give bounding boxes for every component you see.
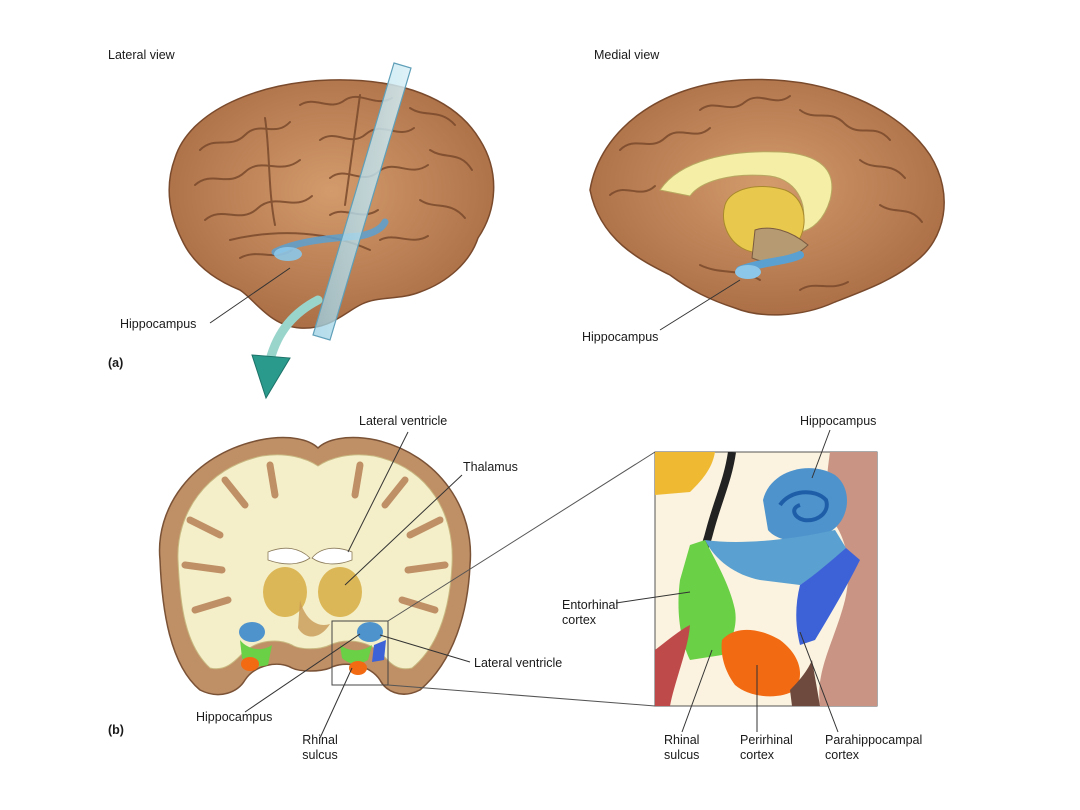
section-arrow xyxy=(251,295,323,400)
label-perirhinal-line2: cortex xyxy=(740,748,775,762)
slicing-plane xyxy=(312,62,412,341)
label-rhinal-left-line1: Rhinal xyxy=(302,733,338,747)
leader-lateral-ventricle-side xyxy=(379,634,471,663)
label-medial-view: Medial view xyxy=(594,48,660,62)
label-hippocampus-left: Hippocampus xyxy=(196,710,273,724)
label-thalamus: Thalamus xyxy=(463,460,518,474)
label-rhinal-sulcus-left: Rhinal sulcus xyxy=(298,733,342,763)
label-parahippocampal-line2: cortex xyxy=(825,748,860,762)
leader-hippocampus-left xyxy=(244,633,361,713)
coronal-section xyxy=(158,436,472,696)
label-hippocampus-medial: Hippocampus xyxy=(582,330,659,344)
leader-thalamus xyxy=(344,474,463,586)
label-entorhinal-line1: Entorhinal xyxy=(562,598,619,612)
label-rhinal-inset-line2: sulcus xyxy=(664,748,700,762)
zoom-line-bottom xyxy=(387,684,656,707)
panel-a-letter: (a) xyxy=(108,356,124,370)
leader-rhinal-inset xyxy=(681,649,713,733)
label-lateral-view: Lateral view xyxy=(108,48,175,62)
leader-hippocampus-medial xyxy=(659,279,741,331)
leader-lateral-ventricle-top xyxy=(347,431,409,553)
label-rhinal-sulcus-inset: Rhinal sulcus xyxy=(664,733,699,763)
label-hippocampus-lateral: Hippocampus xyxy=(120,317,197,331)
label-rhinal-left-line2: sulcus xyxy=(302,748,338,762)
label-parahippocampal-cortex: Parahippocampal cortex xyxy=(825,733,922,763)
leader-hippocampus-lateral xyxy=(209,267,291,324)
label-lateral-ventricle-side: Lateral ventricle xyxy=(474,656,563,670)
label-parahippocampal-line1: Parahippocampal xyxy=(825,733,923,747)
label-lateral-ventricle-top: Lateral ventricle xyxy=(359,414,448,428)
medial-brain xyxy=(589,78,945,316)
label-entorhinal-line2: cortex xyxy=(562,613,597,627)
zoom-line-top xyxy=(387,451,656,622)
leader-parahippocampal xyxy=(799,631,839,733)
label-perirhinal-line1: Perirhinal xyxy=(740,733,793,747)
leader-hippocampus-inset xyxy=(811,429,831,479)
label-hippocampus-inset: Hippocampus xyxy=(800,414,877,428)
label-perirhinal-cortex: Perirhinal cortex xyxy=(740,733,793,763)
label-entorhinal-cortex: Entorhinal cortex xyxy=(562,598,618,628)
leader-rhinal-left xyxy=(319,667,353,739)
inset-enlargement xyxy=(654,451,878,707)
label-rhinal-inset-line1: Rhinal xyxy=(664,733,700,747)
leader-entorhinal xyxy=(615,591,691,604)
panel-b-letter: (b) xyxy=(108,723,124,737)
